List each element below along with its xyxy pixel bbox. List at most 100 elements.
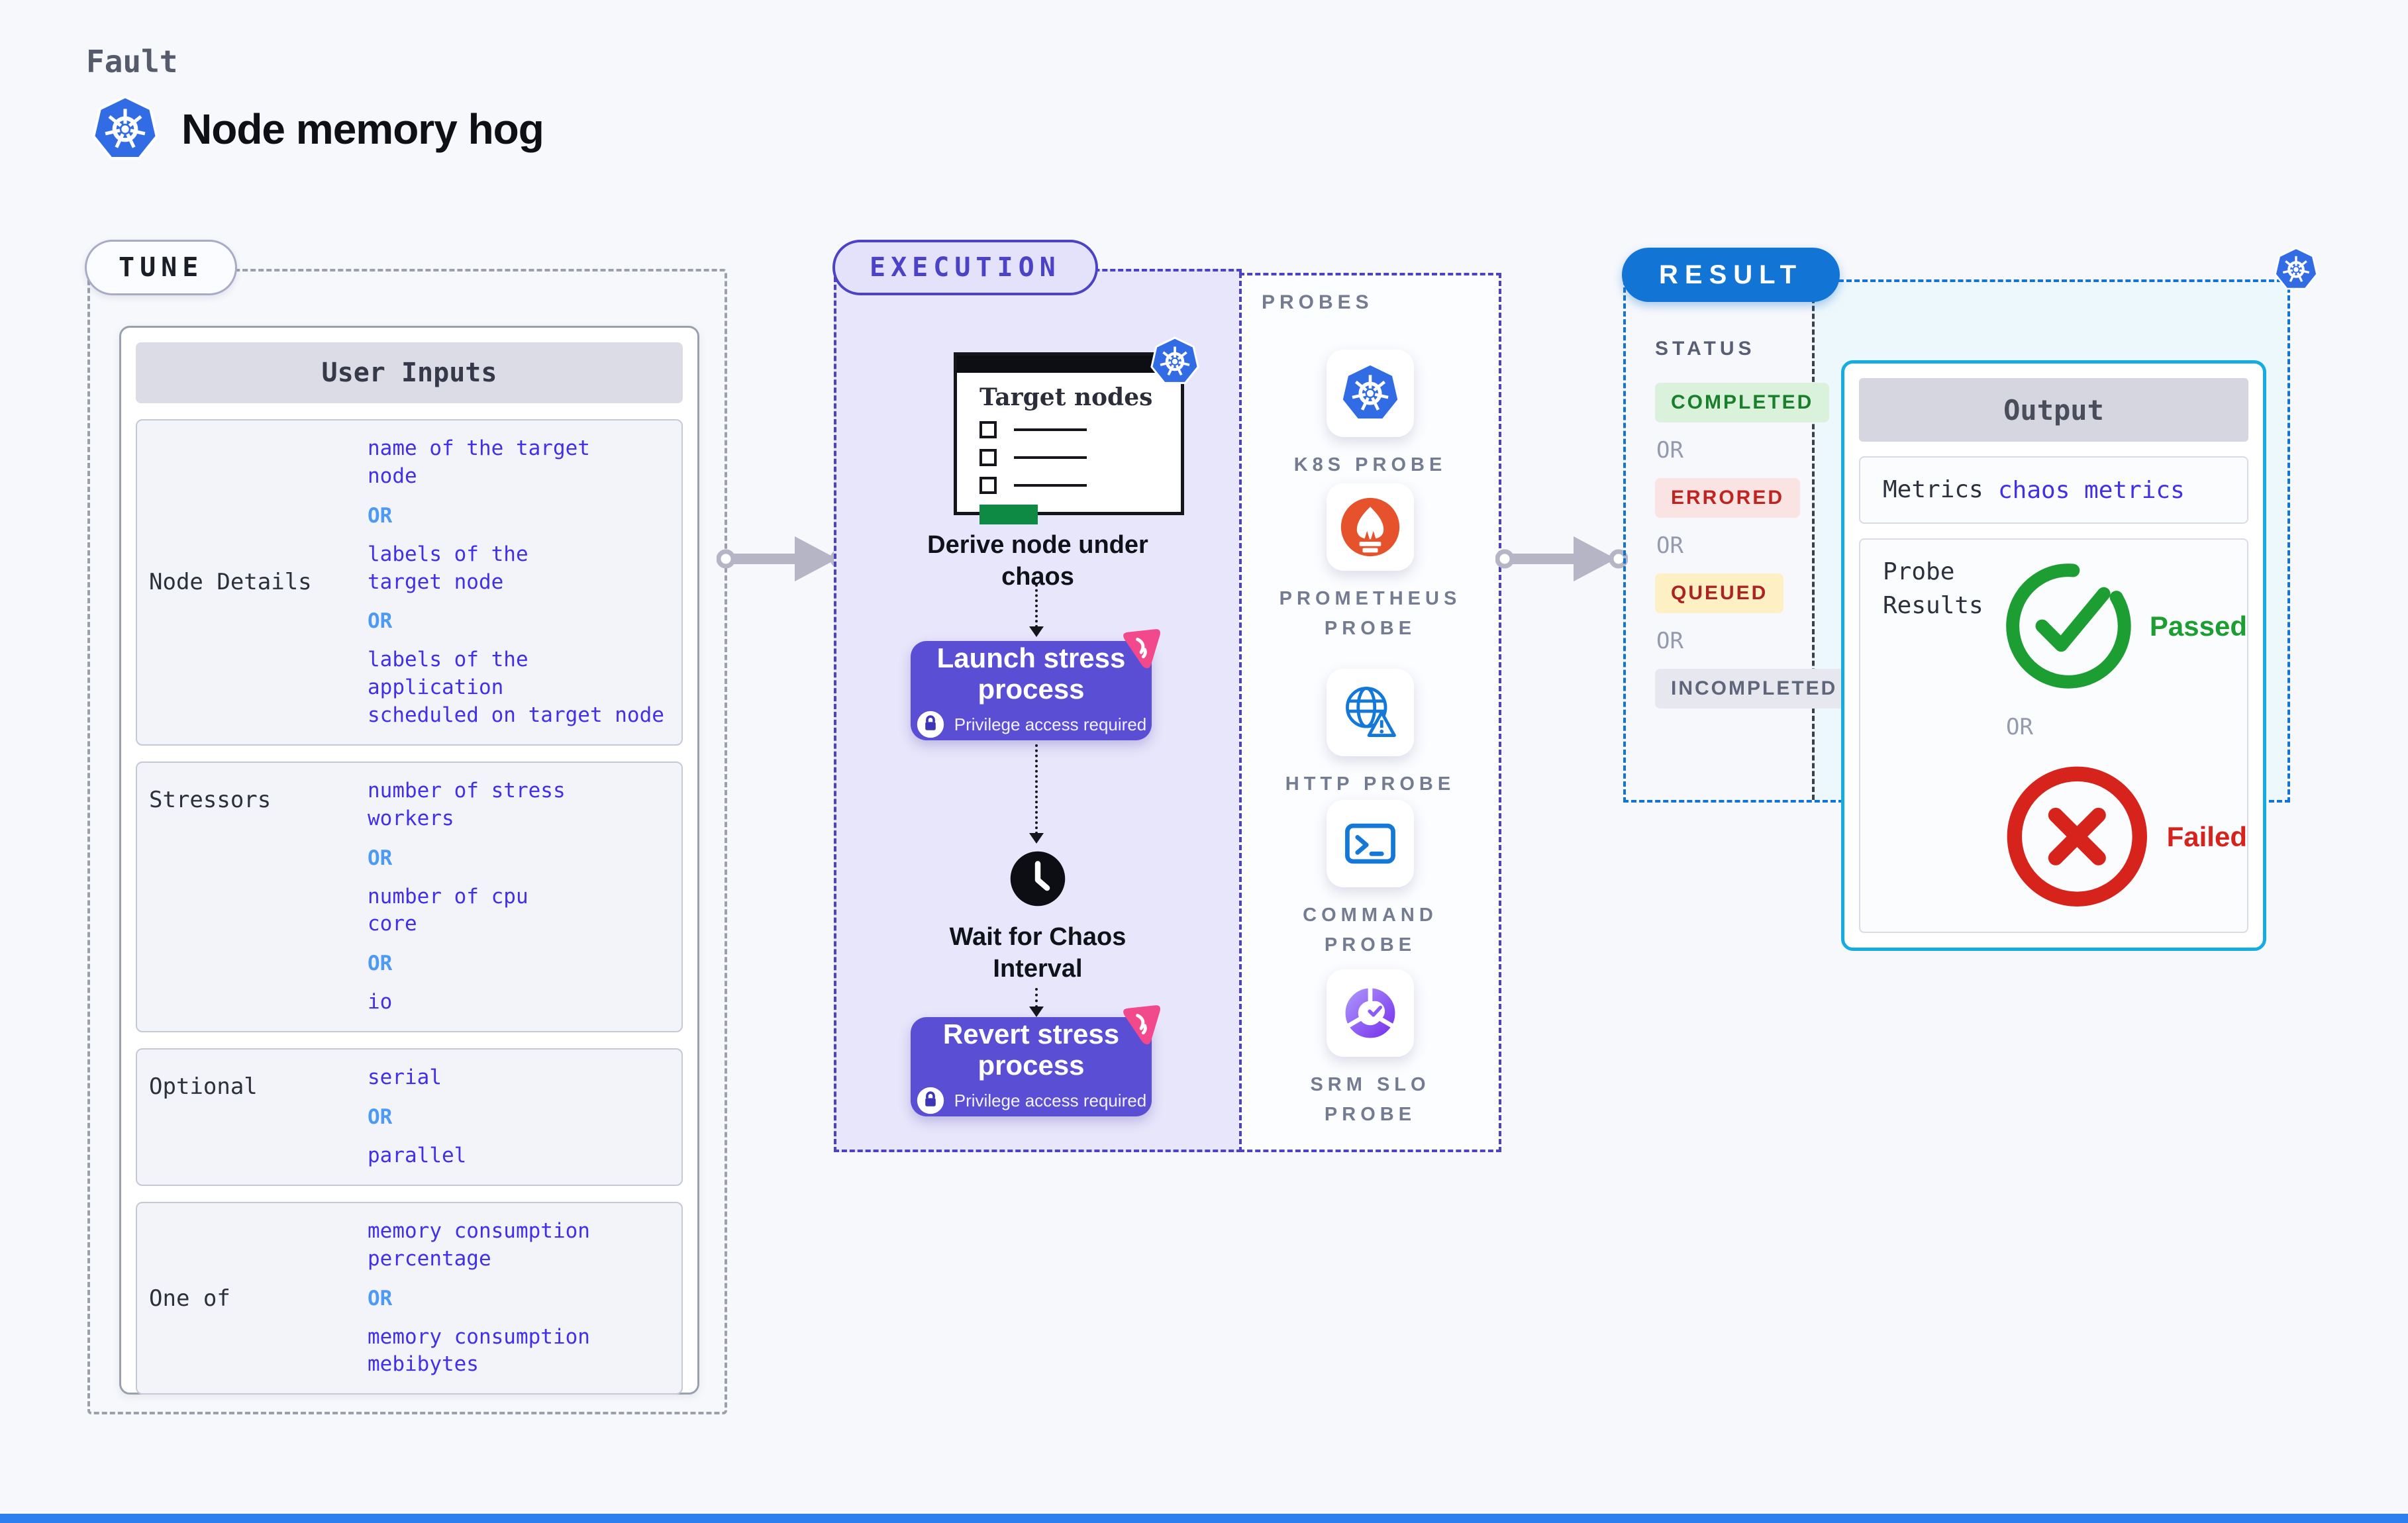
kubernetes-icon xyxy=(1327,350,1414,437)
status-badge-incompleted: INCOMPLETED xyxy=(1655,669,1854,709)
target-card-titlebar xyxy=(957,356,1181,373)
or-label: OR xyxy=(1656,437,1683,464)
clock-icon xyxy=(1008,849,1068,909)
check-circle-icon xyxy=(1998,556,2139,697)
probe-item: SRM SLO PROBE xyxy=(1242,969,1499,1130)
bottom-accent-bar xyxy=(0,1514,2408,1523)
input-value: number of cpu core xyxy=(368,884,528,936)
checkbox-icon xyxy=(979,449,997,467)
target-node-row xyxy=(979,421,1181,439)
tune-badge: TUNE xyxy=(85,240,238,295)
green-action-bar xyxy=(979,505,1038,525)
launch-stress-label: Launch stress process xyxy=(936,642,1126,705)
or-label: OR xyxy=(1656,532,1683,559)
wait-step-label: Wait for Chaos Interval xyxy=(949,923,1127,983)
or-label: OR xyxy=(1656,628,1683,654)
status-badge-queued: QUEUED xyxy=(1655,573,1784,613)
input-value: name of the target node xyxy=(368,436,590,488)
output-panel-header: Output xyxy=(1859,378,2248,442)
chaos-icon xyxy=(1117,628,1164,674)
connector-arrowhead-icon xyxy=(1029,1007,1044,1017)
row-line xyxy=(1014,456,1087,460)
lock-icon xyxy=(916,710,945,739)
probe-item: COMMAND PROBE xyxy=(1242,800,1499,960)
checkbox-icon xyxy=(979,477,997,495)
connector-line xyxy=(1035,584,1038,628)
kubernetes-icon xyxy=(1149,336,1201,387)
probes-label: PROBES xyxy=(1262,291,1374,313)
probe-item: K8S PROBE xyxy=(1242,350,1499,480)
input-value: number of stress workers xyxy=(368,778,566,830)
input-row-label: Optional xyxy=(149,1073,258,1101)
flow-arrow-execution-to-result xyxy=(1495,536,1628,581)
or-label: OR xyxy=(368,609,393,634)
or-label: OR xyxy=(368,846,393,870)
probe-item: HTTP PROBE xyxy=(1242,669,1499,799)
x-circle-icon xyxy=(1998,758,2156,916)
user-inputs-header: User Inputs xyxy=(136,342,683,403)
row-line xyxy=(1014,484,1087,487)
kubernetes-icon xyxy=(90,94,160,164)
fault-kicker: Fault xyxy=(86,44,178,79)
or-label: OR xyxy=(2006,714,2033,741)
output-panel: Output Metrics chaos metrics Probe Resul… xyxy=(1841,360,2266,951)
http-icon xyxy=(1327,669,1414,756)
probe-item: PROMETHEUS PROBE xyxy=(1242,483,1499,644)
passed-label: Passed xyxy=(2149,610,2247,642)
page-title-row: Node memory hog xyxy=(90,94,544,164)
srm-slo-icon xyxy=(1327,969,1414,1057)
target-node-row xyxy=(979,449,1181,467)
input-value: serial xyxy=(368,1065,442,1090)
input-value: labels of the target node xyxy=(368,542,528,594)
privilege-note-text: Privilege access required xyxy=(954,714,1147,734)
input-value: parallel xyxy=(368,1143,467,1167)
privilege-note-text: Privilege access required xyxy=(954,1090,1147,1110)
input-value: memory consumption percentage xyxy=(368,1218,590,1271)
checkbox-icon xyxy=(979,421,997,439)
probe-results-row: Probe Results Passed OR Failed xyxy=(1859,538,2248,933)
status-badge-completed: COMPLETED xyxy=(1655,383,1830,422)
privilege-note: Privilege access required xyxy=(916,1086,1146,1115)
connector-line xyxy=(1035,988,1038,1008)
connector-arrowhead-icon xyxy=(1029,833,1044,844)
connector-arrowhead-icon xyxy=(1029,626,1044,637)
passed-line: Passed xyxy=(1998,556,2247,697)
derive-step-caption: Derive node under chaos xyxy=(927,531,1148,591)
revert-stress-step: Revert stress process Privilege access r… xyxy=(911,1005,1160,1116)
metrics-row: Metrics chaos metrics xyxy=(1859,456,2248,524)
command-icon xyxy=(1327,800,1414,887)
probe-name: COMMAND PROBE xyxy=(1303,905,1438,956)
result-badge: RESULT xyxy=(1622,248,1840,302)
target-node-row xyxy=(979,477,1181,495)
or-label: OR xyxy=(368,1286,393,1310)
revert-stress-label: Revert stress process xyxy=(942,1018,1120,1081)
page-title: Node memory hog xyxy=(181,105,544,153)
input-value: io xyxy=(368,990,393,1014)
input-value: labels of the application scheduled on t… xyxy=(368,648,664,728)
flow-arrow-tune-to-execution xyxy=(717,536,849,581)
execution-badge: EXECUTION xyxy=(832,240,1098,295)
result-divider xyxy=(1812,282,1815,800)
input-row-label: One of xyxy=(149,1285,230,1312)
probe-results-label: Probe Results xyxy=(1883,558,1983,619)
target-nodes-card: Target nodes xyxy=(954,336,1199,525)
or-label: OR xyxy=(368,952,393,976)
input-value: memory consumption mebibytes xyxy=(368,1324,590,1377)
probe-name: K8S PROBE xyxy=(1293,454,1447,475)
or-label: OR xyxy=(368,1105,393,1129)
kubernetes-icon xyxy=(2273,246,2319,293)
connector-line xyxy=(1035,744,1038,834)
chaos-icon xyxy=(1117,1004,1164,1050)
target-card-title: Target nodes xyxy=(979,383,1153,411)
